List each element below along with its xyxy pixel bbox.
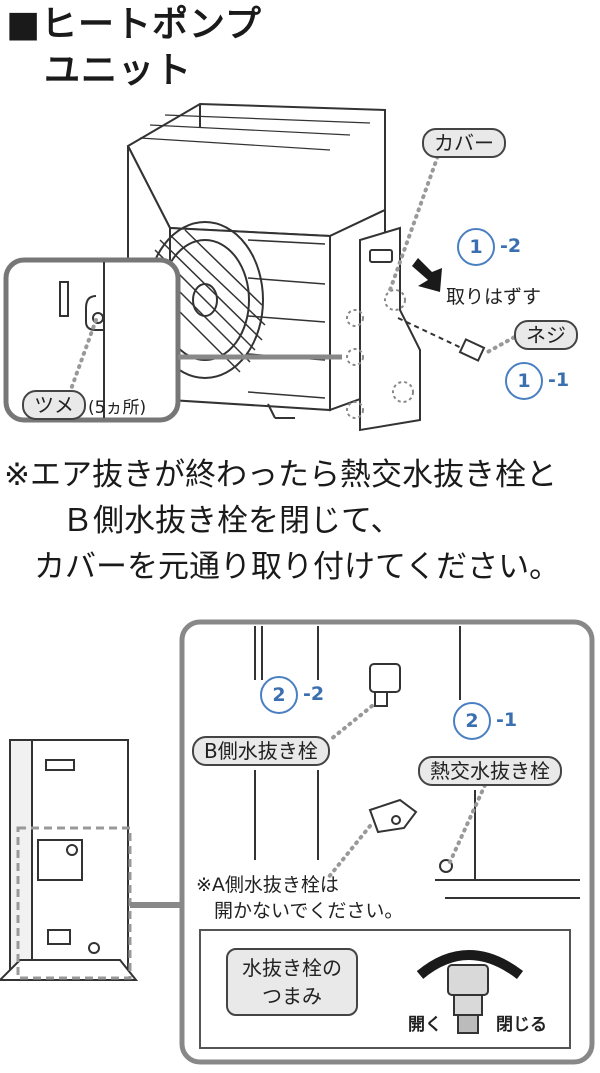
cover-label: カバー: [422, 128, 506, 158]
screw-drawing: [397, 317, 486, 362]
step-2-2-badge: 2: [260, 676, 298, 714]
instruction-note: ※エア抜きが終わったら熱交水抜き栓と Ｂ側水抜き栓を閉じて、 カバーを元通り取り…: [4, 452, 560, 590]
knob-label-line-1: 水抜き栓の: [242, 956, 342, 980]
tab-detail-drawing: [59, 262, 105, 418]
step-1-1-badge: 1: [505, 362, 543, 400]
knob-label-line-2: つまみ: [262, 984, 322, 1008]
remove-label: 取りはずす: [446, 286, 542, 308]
b-valve-label: B側水抜き栓: [192, 736, 330, 766]
step-2-2-suffix: -2: [303, 683, 325, 705]
step-1-2-badge: 1: [457, 228, 495, 266]
tab-label: ツメ: [22, 390, 86, 420]
a-valve-note-line-2: 開かないでください。: [214, 900, 404, 922]
note-line-1: ※エア抜きが終わったら熱交水抜き栓と: [4, 457, 557, 493]
tab-count: (5ヵ所): [88, 398, 147, 418]
open-label: 開く: [408, 1015, 442, 1035]
note-line-3: カバーを元通り取り付けてください。: [34, 549, 561, 585]
step-2-1-badge: 2: [453, 702, 491, 740]
knob-rotation-arrow: [416, 950, 524, 980]
close-label: 閉じる: [496, 1015, 547, 1035]
step-1-1-suffix: -1: [548, 369, 570, 391]
remove-arrow: [412, 258, 442, 292]
knob-drawing: [447, 964, 489, 1034]
screw-label: ネジ: [514, 320, 578, 350]
side-unit-drawing: [0, 739, 139, 981]
title-line-1: ■ヒートポンプ: [6, 4, 262, 45]
title-line-2: ユニット: [44, 50, 193, 91]
knob-label: 水抜き栓の つまみ: [226, 948, 358, 1016]
a-valve-note-line-1: ※A側水抜き栓は: [196, 874, 339, 896]
page-title: ■ヒートポンプ ユニット: [6, 2, 262, 94]
heat-valve-label: 熱交水抜き栓: [418, 756, 562, 786]
tab-inset: [3, 257, 181, 423]
cover-panel-drawing: [346, 226, 421, 432]
step-1-2-suffix: -2: [500, 235, 522, 257]
zoom-panel: [179, 619, 595, 1065]
step-2-1-suffix: -1: [496, 709, 518, 731]
note-line-2: Ｂ側水抜き栓を閉じて、: [62, 503, 402, 539]
knob-box: [199, 929, 571, 1049]
